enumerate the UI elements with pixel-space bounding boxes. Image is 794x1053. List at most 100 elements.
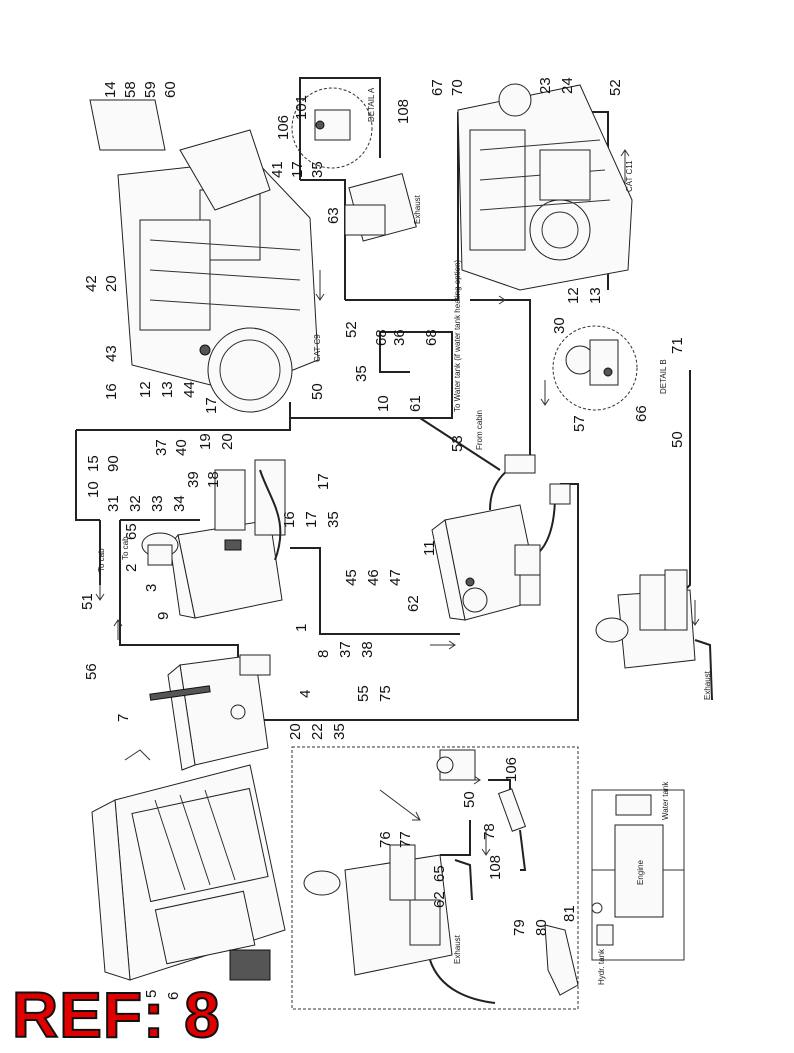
callout: 63 <box>325 207 342 224</box>
system-schematic <box>591 789 685 961</box>
callout: 108 <box>395 99 412 124</box>
callout: 43 <box>103 345 120 362</box>
callout: 4 <box>297 690 314 698</box>
callout: 12 <box>565 287 582 304</box>
callout: 108 <box>487 855 504 880</box>
callout: 68 <box>423 329 440 346</box>
callout: 62 <box>431 891 448 908</box>
reference-label: REF: 8 <box>11 979 221 1051</box>
callout: 68 <box>373 329 390 346</box>
callout: 55 <box>355 685 372 702</box>
annotations: DETAIL A DETAIL B Exhaust Exhaust Exhaus… <box>97 87 712 985</box>
callout: 56 <box>83 663 100 680</box>
callout: 46 <box>365 569 382 586</box>
callout: 34 <box>171 495 188 512</box>
callout: 20 <box>103 275 120 292</box>
callout: 33 <box>149 495 166 512</box>
callout: 79 <box>511 919 528 936</box>
callout: 42 <box>83 275 100 292</box>
callout: 18 <box>205 471 222 488</box>
callout: 6 <box>165 992 182 1000</box>
detail-b <box>552 325 638 411</box>
water-tank-note: To Water tank (if water tank heating opt… <box>453 259 462 412</box>
callout: 35 <box>331 723 348 740</box>
tank <box>149 654 271 771</box>
callout: 53 <box>449 435 466 452</box>
callout: 50 <box>309 383 326 400</box>
callout: 76 <box>377 831 394 848</box>
callout: 58 <box>122 81 139 98</box>
callout: 31 <box>105 495 122 512</box>
callout: 20 <box>219 433 236 450</box>
callout: 62 <box>405 595 422 612</box>
heater-unit <box>141 459 286 619</box>
callout: 51 <box>79 593 96 610</box>
callout: 77 <box>397 831 414 848</box>
to-cab-label: To cab <box>97 548 106 572</box>
callout: 16 <box>103 383 120 400</box>
callout: 17 <box>203 397 220 414</box>
callout: 38 <box>359 641 376 658</box>
callout: 14 <box>102 81 119 98</box>
callout: 66 <box>633 405 650 422</box>
detail-a-label: DETAIL A <box>367 87 376 122</box>
callouts: 14 58 59 60 101 106 41 17 35 108 67 70 2… <box>79 77 686 1000</box>
callout: 45 <box>343 569 360 586</box>
callout: 37 <box>337 641 354 658</box>
callout: 40 <box>173 439 190 456</box>
cat-c9-label: CAT C9 <box>313 334 322 362</box>
callout: 9 <box>155 612 172 620</box>
callout: 41 <box>269 161 286 178</box>
engine-cat-c9 <box>89 99 319 413</box>
detail-a <box>291 87 417 242</box>
engine-cat-c11 <box>457 83 633 291</box>
callout: 50 <box>669 431 686 448</box>
callout: 10 <box>375 395 392 412</box>
callout: 10 <box>85 481 102 498</box>
cat-c11-label: CAT C11 <box>625 160 634 192</box>
callout: 7 <box>115 714 132 722</box>
callout: 12 <box>137 381 154 398</box>
callout: 78 <box>481 823 498 840</box>
callout: 57 <box>571 415 588 432</box>
callout: 13 <box>587 287 604 304</box>
callout: 8 <box>315 650 332 658</box>
callout: 71 <box>669 337 686 354</box>
callout: 32 <box>127 495 144 512</box>
callout: 65 <box>123 523 140 540</box>
callout: 23 <box>537 77 554 94</box>
callout: 81 <box>561 905 578 922</box>
callout: 90 <box>105 455 122 472</box>
callout: 65 <box>431 865 448 882</box>
exhaust-label: Exhaust <box>413 194 422 224</box>
callout: 101 <box>293 95 310 120</box>
callout: 17 <box>289 161 306 178</box>
callout: 106 <box>275 115 292 140</box>
callout: 70 <box>449 79 466 96</box>
from-cabin-label: From cabin <box>475 410 484 450</box>
callout: 37 <box>153 439 170 456</box>
callout: 75 <box>377 685 394 702</box>
callout: 52 <box>607 79 624 96</box>
callout: 52 <box>343 321 360 338</box>
callout: 30 <box>551 317 568 334</box>
water-tank-label: Water tank <box>661 781 670 820</box>
engine-label: Engine <box>636 860 645 885</box>
callout: 35 <box>325 511 342 528</box>
callout: 36 <box>391 329 408 346</box>
hydr-tank-label: Hydr. tank <box>597 948 606 985</box>
callout: 35 <box>353 365 370 382</box>
detail-b-label: DETAIL B <box>659 359 668 394</box>
callout: 39 <box>185 471 202 488</box>
callout: 5 <box>143 990 160 998</box>
exhaust-label: Exhaust <box>453 934 462 964</box>
callout: 50 <box>461 791 478 808</box>
machine-frame <box>91 749 286 981</box>
callout: 80 <box>533 919 550 936</box>
option-detail-box <box>291 746 579 1010</box>
callout: 13 <box>159 381 176 398</box>
callout: 59 <box>142 81 159 98</box>
callout: 60 <box>162 81 179 98</box>
callout: 16 <box>281 511 298 528</box>
callout: 47 <box>387 569 404 586</box>
